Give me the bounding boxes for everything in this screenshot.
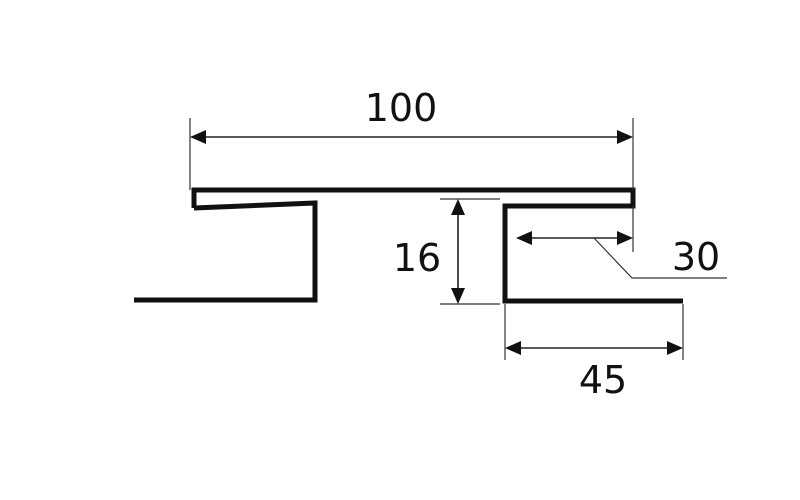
extension-lines: [189, 118, 684, 360]
dim-label-30: 30: [672, 235, 720, 279]
arrow-up-icon: [451, 199, 465, 215]
arrow-right-icon: [617, 231, 633, 245]
dimension-inner-return: 30: [516, 231, 727, 279]
dim-label-100: 100: [365, 86, 438, 130]
dim-label-16: 16: [393, 236, 441, 280]
arrow-down-icon: [451, 288, 465, 304]
left-leg: [134, 200, 318, 303]
arrow-right-icon: [617, 130, 633, 144]
arrow-left-icon: [190, 130, 206, 144]
dimension-bottom-flange: 45: [505, 341, 683, 402]
dimension-overall-width: 100: [190, 86, 633, 144]
arrow-left-icon: [516, 231, 532, 245]
arrow-left-icon: [505, 341, 521, 355]
arrow-right-icon: [667, 341, 683, 355]
leader-line-30: [593, 237, 727, 279]
dim-label-45: 45: [579, 358, 627, 402]
dimension-height: 16: [393, 199, 465, 304]
right-leg: [502, 203, 683, 304]
